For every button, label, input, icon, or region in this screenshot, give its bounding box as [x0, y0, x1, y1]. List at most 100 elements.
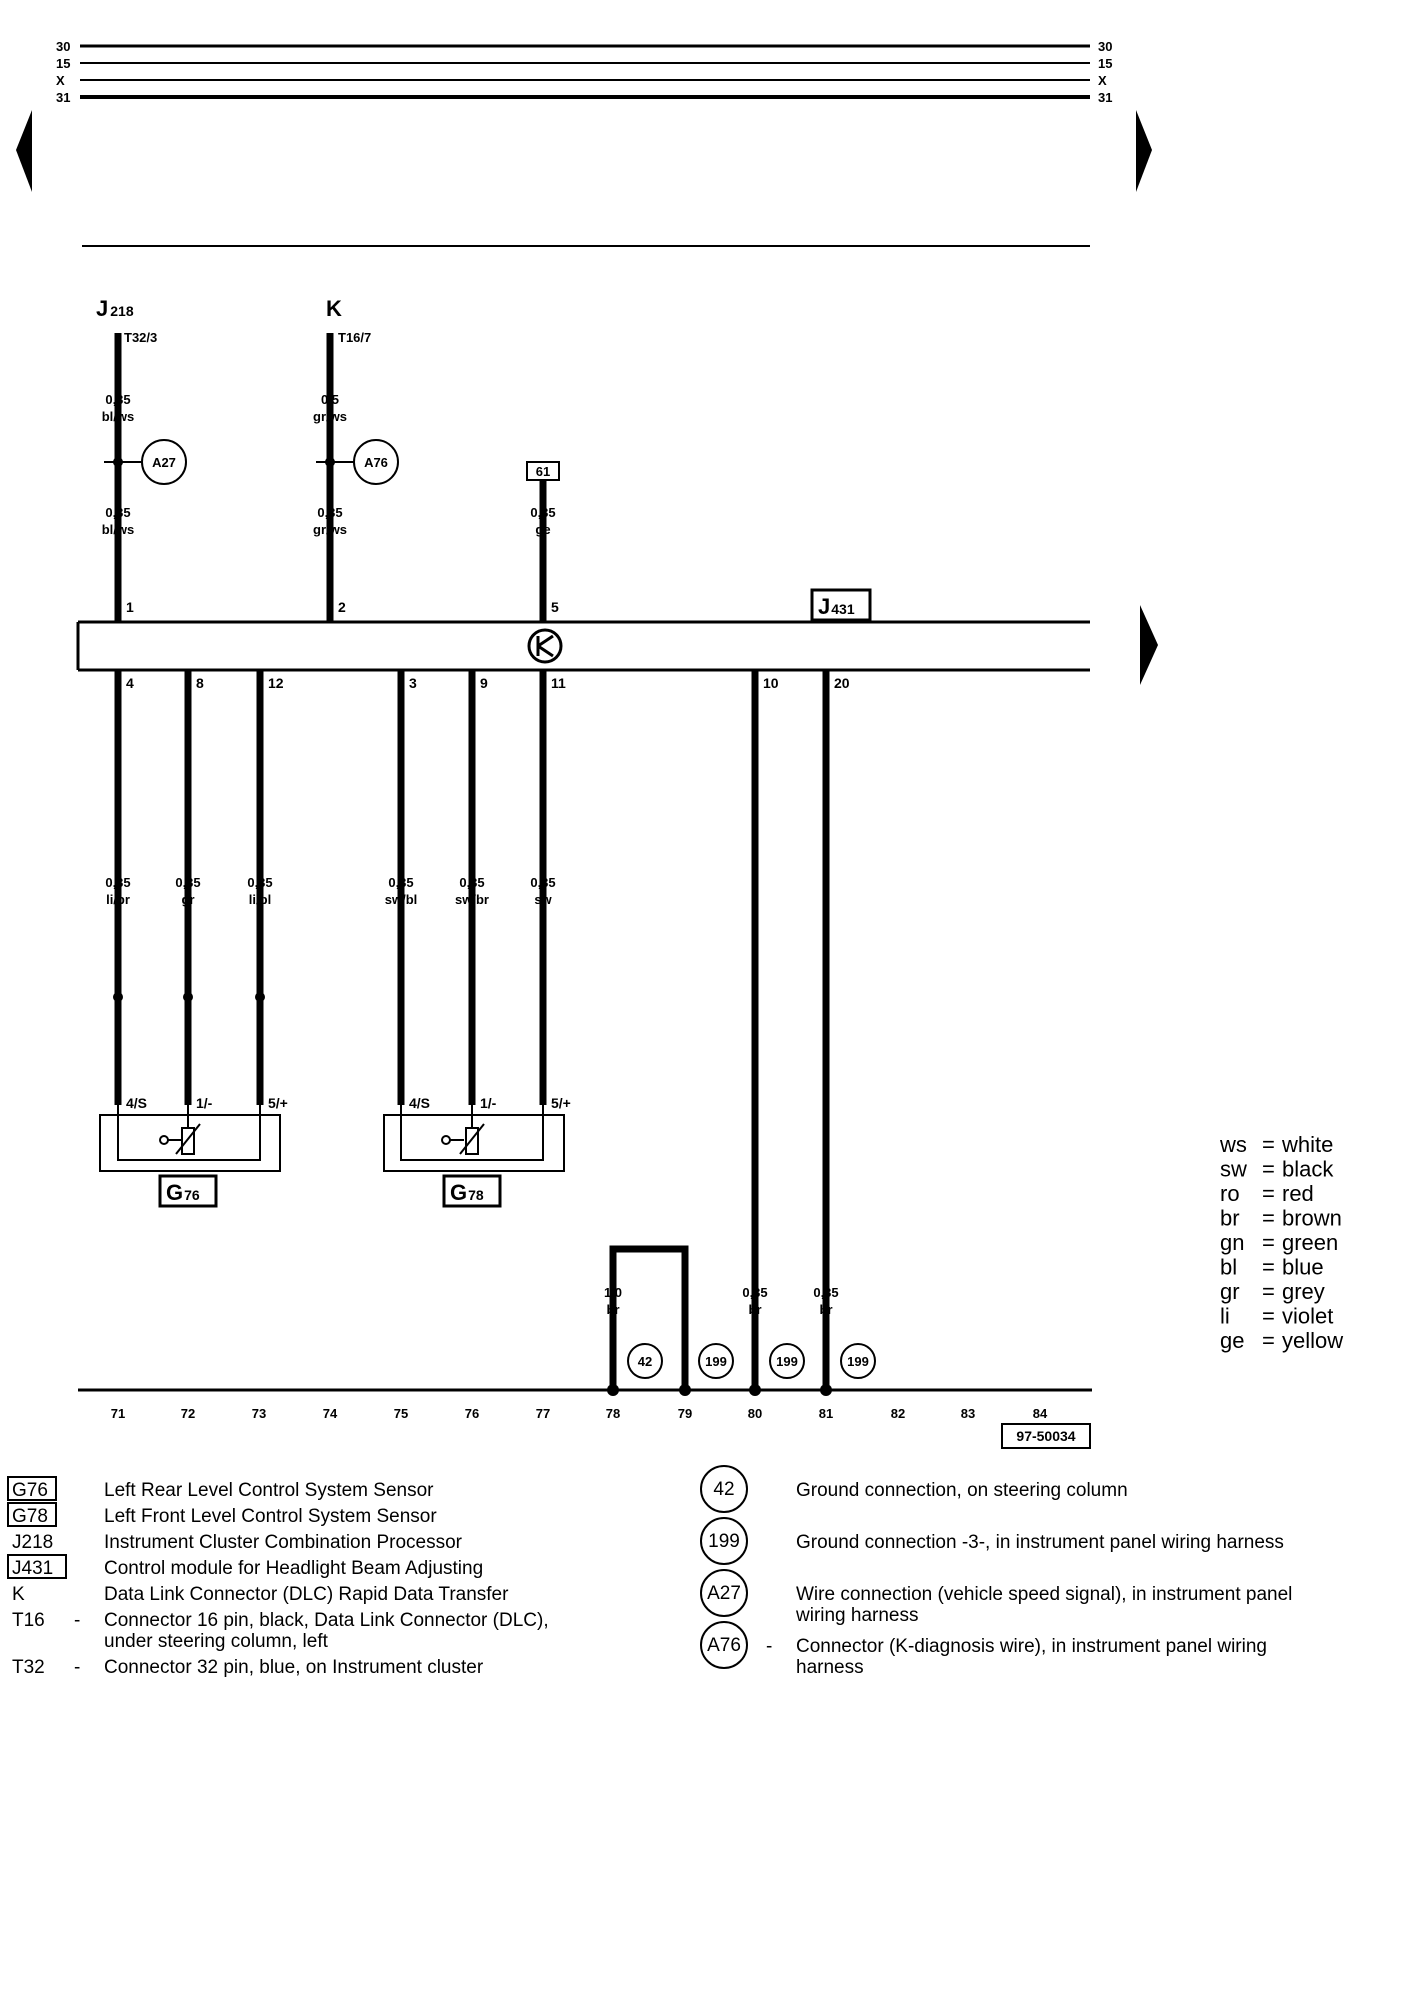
j218-connector-label: T32/3	[124, 330, 157, 345]
ground-circle-199-label: 199	[705, 1354, 727, 1369]
wire-pin11-cross-section: 0,35	[530, 875, 555, 890]
legend-description: Control module for Headlight Beam Adjust…	[104, 1558, 483, 1579]
previous-page-arrow-icon[interactable]	[16, 110, 32, 192]
rail-label-31-left: 31	[56, 90, 70, 105]
wire1-cross-section-bottom: 0,35	[105, 505, 130, 520]
g76-potentiometer-icon	[181, 1127, 195, 1155]
color-legend-abbr: li	[1220, 1304, 1230, 1329]
g78-potentiometer-icon	[465, 1127, 479, 1155]
g78-potentiometer-arrow	[459, 1123, 485, 1155]
pin-label-12: 12	[268, 675, 284, 691]
column-number: 74	[323, 1406, 338, 1421]
column-number: 78	[606, 1406, 620, 1421]
legend-description: wiring harness	[795, 1605, 919, 1626]
ground-circle-199	[698, 1343, 734, 1379]
g76-potentiometer-arrow	[175, 1123, 201, 1155]
pin-label-4: 4	[126, 675, 134, 691]
wire-pin12-color: li/bl	[249, 892, 271, 907]
pin-label-5: 5	[551, 599, 559, 615]
color-legend-equals: =	[1262, 1328, 1275, 1353]
rail-label-15-right: 15	[1098, 56, 1112, 71]
color-legend-name: white	[1281, 1132, 1333, 1157]
wire-pin4-color: li/br	[106, 892, 130, 907]
ground-circle-199	[840, 1343, 876, 1379]
next-page-arrow-icon[interactable]	[1136, 110, 1152, 192]
column-number: 80	[748, 1406, 762, 1421]
color-legend-equals: =	[1262, 1157, 1275, 1182]
g76-label-box	[158, 1174, 218, 1208]
wire2-color-bottom: gr/ws	[313, 522, 347, 537]
legend-circle-icon	[700, 1569, 748, 1617]
circle-a27-label: A27	[152, 455, 176, 470]
legend-code: T32	[12, 1657, 45, 1678]
connector-dot	[183, 992, 193, 1002]
legend-dash: -	[766, 1636, 772, 1657]
reference-code-box	[1001, 1423, 1091, 1449]
circle-a76-label: A76	[364, 455, 388, 470]
column-number: 81	[819, 1406, 833, 1421]
color-legend-abbr: ws	[1219, 1132, 1247, 1157]
g76-label: G76	[166, 1180, 200, 1205]
legend-circle-icon	[700, 1465, 748, 1513]
g76-pin-label-minus: 1/-	[196, 1095, 213, 1111]
box-61	[526, 461, 560, 481]
j431-label: J431	[818, 594, 855, 619]
wire-pin11-color: sw	[534, 892, 552, 907]
legend-code: T16	[12, 1610, 45, 1631]
color-legend-name: blue	[1282, 1255, 1324, 1280]
wire2-cross-section-top: 0,5	[321, 392, 339, 407]
wire-pin8-color: gr	[182, 892, 195, 907]
ground-circle-42-label: 42	[638, 1354, 652, 1369]
wire2-cross-section-bottom: 0,35	[317, 505, 342, 520]
power-rails: 30 15 X 31 30 15 X 31	[56, 39, 1112, 105]
g76-internal-wiring	[117, 1105, 261, 1161]
color-legend-equals: =	[1262, 1255, 1275, 1280]
ground-junction-dot	[820, 1384, 832, 1396]
component-j431: J431	[76, 588, 1090, 672]
color-legend-abbr: bl	[1220, 1255, 1237, 1280]
g78-internal-wiring	[400, 1105, 544, 1161]
wire2-color-top: gr/ws	[313, 409, 347, 424]
ground-bus	[78, 1384, 1092, 1396]
ground-loop-wire	[609, 1245, 689, 1385]
color-legend-equals: =	[1262, 1132, 1275, 1157]
color-legend-equals: =	[1262, 1279, 1275, 1304]
g78-slider-contact	[441, 1135, 451, 1145]
legend-circle-icon	[700, 1517, 748, 1565]
color-legend-name: brown	[1282, 1206, 1342, 1231]
rail-label-15-left: 15	[56, 56, 70, 71]
ground-wire-cross-section: 1,0	[604, 1285, 622, 1300]
ground-circle-199-label: 199	[847, 1354, 869, 1369]
wire-pin9-color: sw/br	[455, 892, 489, 907]
connector-dot	[255, 992, 265, 1002]
legend-code: 42	[713, 1479, 734, 1500]
color-legend-abbr: ge	[1220, 1328, 1244, 1353]
wire1-color-bottom: bl/ws	[102, 522, 135, 537]
continue-arrow-icon[interactable]	[1140, 605, 1158, 685]
rail-label-x-right: X	[1098, 73, 1107, 88]
pin-label-11: 11	[551, 675, 566, 691]
column-number: 82	[891, 1406, 905, 1421]
column-number: 83	[961, 1406, 975, 1421]
legend-description: Left Front Level Control System Sensor	[104, 1506, 437, 1527]
legend-description: Ground connection -3-, in instrument pan…	[796, 1532, 1284, 1553]
pin-label-9: 9	[480, 675, 488, 691]
color-legend-abbr: br	[1220, 1206, 1240, 1231]
column-number: 84	[1033, 1406, 1048, 1421]
wire-pin10-bottom-cross-section: 0,35	[742, 1285, 767, 1300]
splice-a27-dot	[113, 457, 123, 467]
circle-a27	[141, 439, 187, 485]
color-legend-name: green	[1282, 1230, 1338, 1255]
color-legend-name: violet	[1282, 1304, 1333, 1329]
wire-pin3-color: sw/bl	[385, 892, 418, 907]
component-k: K T16/7	[326, 296, 371, 345]
ground-wire-color: br	[607, 1302, 620, 1317]
wire-pin12-cross-section: 0,35	[247, 875, 272, 890]
ground-junction-dot	[607, 1384, 619, 1396]
legend-dash: -	[74, 1657, 80, 1678]
pin-label-20: 20	[834, 675, 850, 691]
legend-code: G78	[12, 1506, 48, 1527]
